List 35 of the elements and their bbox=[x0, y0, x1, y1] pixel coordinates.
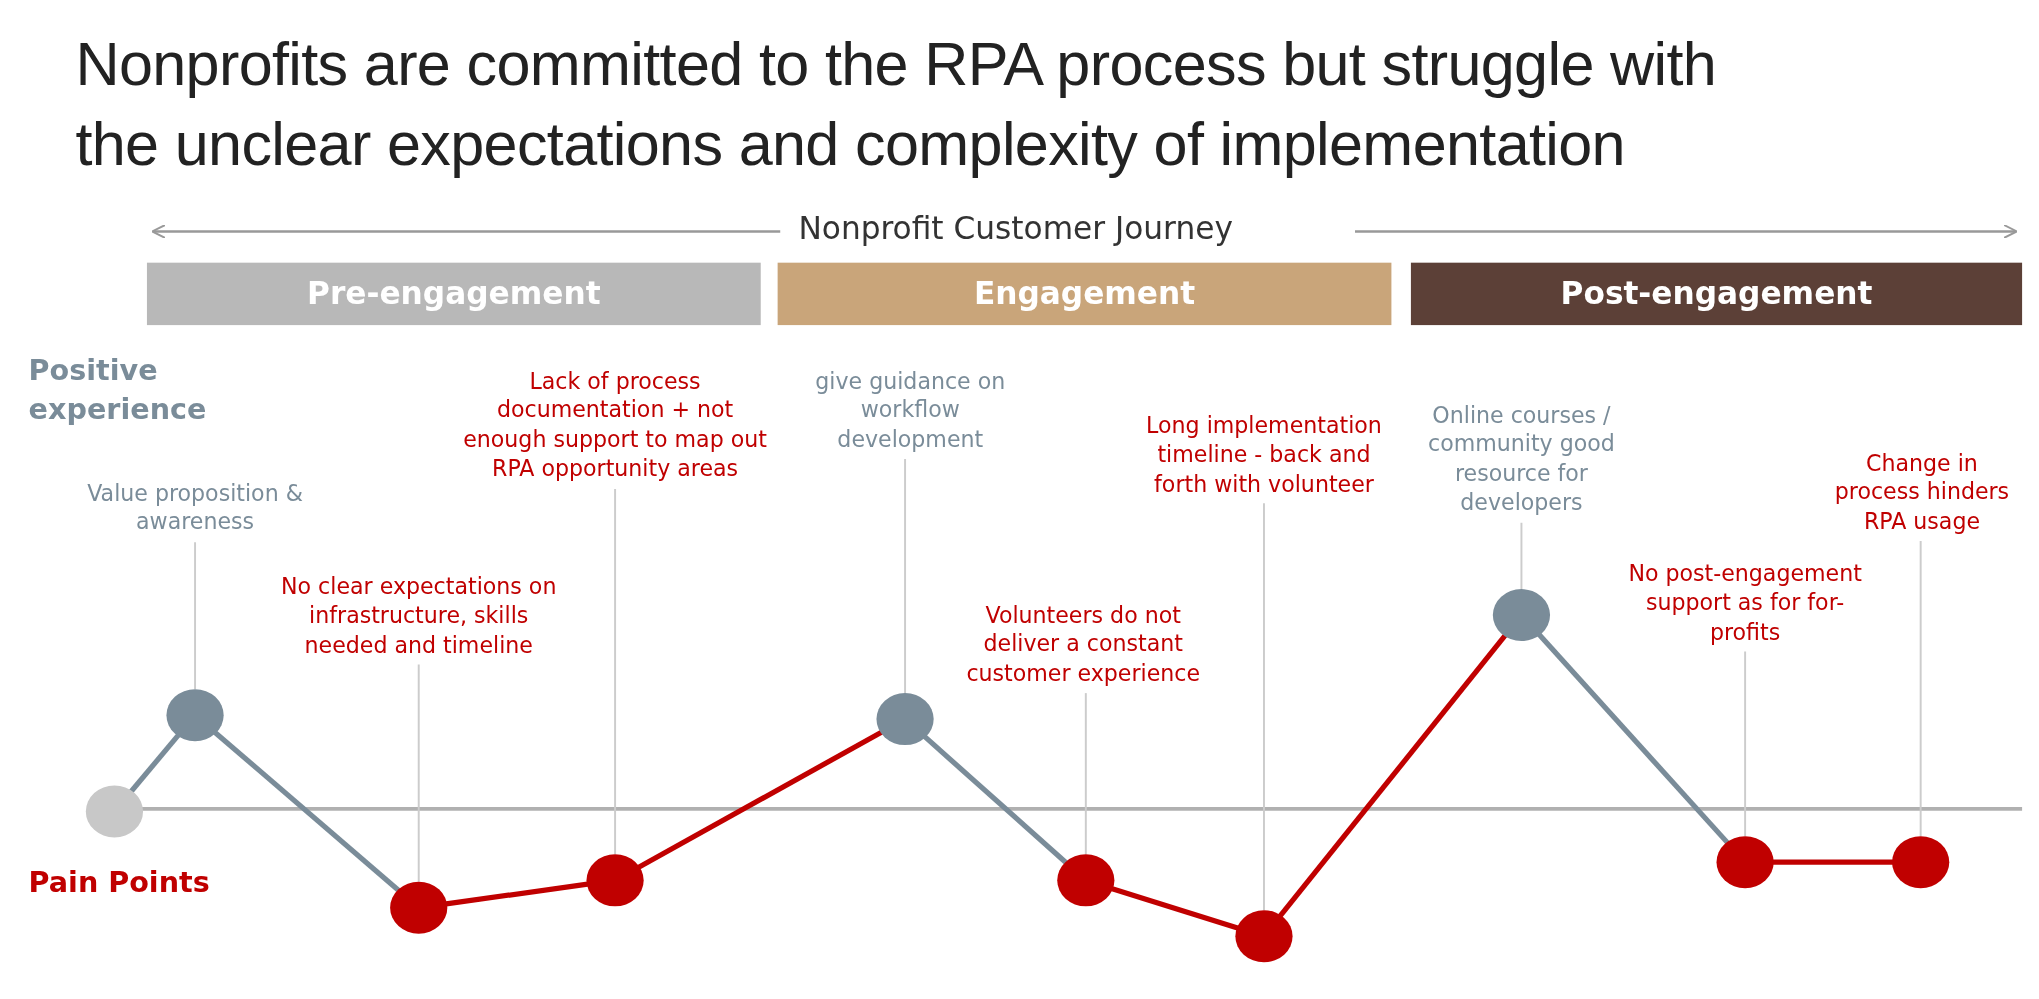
journey-point bbox=[390, 881, 448, 934]
journey-line bbox=[129, 733, 181, 794]
leader-line bbox=[1084, 692, 1087, 856]
leader-line bbox=[1744, 650, 1747, 838]
journey-note: Long implementation timeline - back and forth with volunteer bbox=[1130, 410, 1398, 499]
journey-note: give guidance on workflow development bbox=[812, 366, 1008, 455]
journey-line bbox=[1278, 633, 1508, 918]
leader-line bbox=[1263, 502, 1265, 912]
leader-line bbox=[1520, 521, 1523, 591]
journey-note: No post-engagement support as for for-profits bbox=[1618, 559, 1872, 647]
leader-line bbox=[904, 458, 907, 695]
phase-bar: Engagement bbox=[777, 262, 1392, 326]
journey-point bbox=[876, 693, 934, 746]
journey-note: Change in process hinders RPA usage bbox=[1824, 448, 2020, 537]
leader-line bbox=[417, 663, 420, 883]
journey-line bbox=[636, 729, 884, 870]
title: Nonprofits are committed to the RPA process but struggle with the unclear expectations and complexity of implementation bbox=[75, 27, 1718, 181]
journey-note: Lack of process documentation + not enough support to map out RPA opportunity areas bbox=[459, 366, 772, 484]
leader-line bbox=[1919, 540, 1922, 838]
leader-line bbox=[194, 541, 197, 691]
journey-line bbox=[213, 730, 401, 893]
journey-note: Value proposition & awareness bbox=[65, 478, 326, 537]
leader-line bbox=[614, 487, 617, 856]
journey-note: Volunteers do not deliver a constant customer experience bbox=[962, 600, 1204, 689]
journey-line bbox=[444, 881, 590, 907]
axis-label: Pain Points bbox=[28, 866, 210, 899]
phase-bar: Post-engagement bbox=[1410, 262, 2023, 326]
axis-label: Positive experience bbox=[28, 352, 208, 427]
phase-bar: Pre-engagement bbox=[146, 262, 761, 326]
journey-note: Online courses / community good resource for developers bbox=[1407, 400, 1636, 518]
journey-point bbox=[1492, 589, 1551, 642]
journey-note: No clear expectations on infrastructure, skills needed and timeline bbox=[269, 572, 569, 660]
journey-line bbox=[922, 734, 1069, 865]
journey-line bbox=[1536, 632, 1730, 845]
journey-point bbox=[166, 689, 224, 742]
